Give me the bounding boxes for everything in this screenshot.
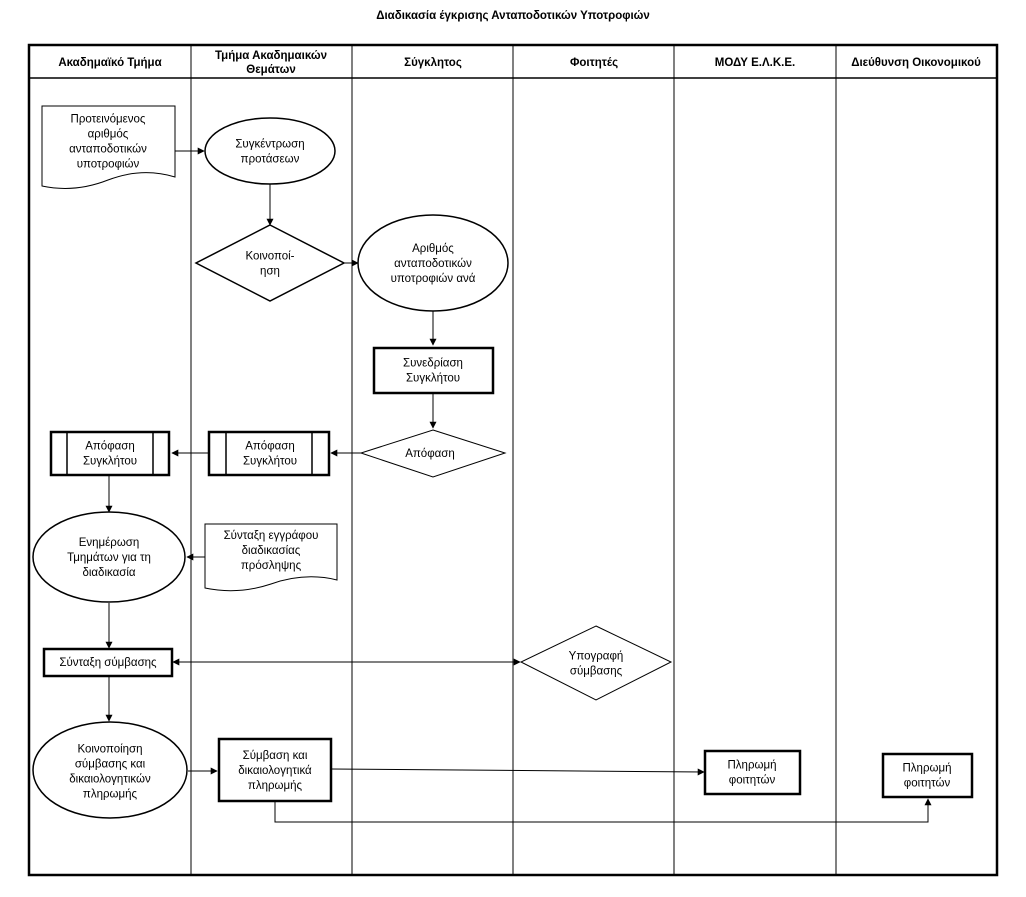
label-line: Υπογραφή: [569, 651, 624, 663]
label-line: σύμβασης: [570, 666, 623, 678]
label-line: ανταποδοτικών: [394, 258, 472, 270]
label-line: Ακαδημαϊκό Τμήμα: [58, 57, 161, 69]
label-line: Σύνταξη σύμβασης: [59, 657, 157, 669]
lane-header-senate: Σύγκλητος: [404, 57, 462, 69]
label-line: Πληρωμή: [903, 763, 952, 775]
label-line: Συγκλήτου: [83, 456, 137, 468]
edge-docs-to-elke: [330, 768, 705, 776]
label-line: προτάσεων: [241, 154, 300, 166]
label-line: δικαιολογητικών: [69, 774, 151, 786]
label-line: πληρωμής: [83, 789, 138, 801]
label-line: διαδικασία: [82, 567, 135, 579]
lane-dividers: [190, 45, 837, 875]
label-line: διαδικασίας: [242, 545, 301, 557]
node-draft-admission-doc: Σύνταξη εγγράφου διαδικασίας πρόσληψης: [224, 530, 319, 572]
label-line: ηση: [260, 266, 280, 278]
label-line: Συγκλήτου: [406, 373, 460, 385]
label-line: Διεύθυνση Οικονομικού: [851, 57, 981, 69]
label-line: Προτεινόμενος: [71, 114, 146, 126]
lane-header-elke: ΜΟΔΥ Ε.Λ.Κ.Ε.: [715, 57, 795, 69]
node-pay-students-elke: Πληρωμή φοιτητών: [728, 760, 777, 787]
decision-diamond: [359, 429, 507, 478]
decision-diamond: [519, 625, 673, 701]
lane-header-academic-dept: Ακαδημαϊκό Τμήμα: [58, 57, 161, 69]
node-draft-contract: Σύνταξη σύμβασης: [59, 657, 157, 669]
label-line: φοιτητών: [729, 775, 776, 787]
label-line: Θεμάτων: [246, 64, 295, 76]
node-notification: Κοινοποί-ηση: [245, 251, 294, 278]
label-line: Συνεδρίαση: [403, 358, 463, 370]
label-line: Τμημάτων για τη: [67, 552, 151, 564]
node-pay-students-finance: Πληρωμή φοιτητών: [903, 763, 952, 790]
label-line: Απόφαση: [85, 441, 135, 453]
subprocess-box: [49, 430, 171, 477]
label-line: Απόφαση: [245, 441, 295, 453]
process-ellipse: [204, 117, 336, 185]
edge-docs-to-finance: [274, 798, 932, 823]
label-line: υποτροφιών ανά: [391, 273, 476, 285]
label-line: αριθμός: [88, 129, 129, 141]
label-line: δικαιολογητικά: [238, 765, 312, 777]
node-collect-proposals: Συγκέντρωση προτάσεων: [235, 139, 304, 166]
label-line: Σύγκλητος: [404, 57, 462, 69]
process-ellipse: [357, 214, 509, 312]
label-line: ΜΟΔΥ Ε.Λ.Κ.Ε.: [715, 57, 795, 69]
label-line: ανταποδοτικών: [69, 144, 147, 156]
lane-header-finance: Διεύθυνση Οικονομικού: [851, 57, 981, 69]
process-box: [372, 346, 495, 395]
node-number-per: Αριθμός ανταποδοτικών υποτροφιών ανά: [391, 243, 476, 285]
label-line: σύμβασης και: [75, 759, 146, 771]
subprocess-box: [207, 430, 331, 477]
label-line: Τμήμα Ακαδημαικών: [215, 50, 327, 62]
label-line: Φοιτητές: [570, 57, 618, 69]
decision-diamond: [194, 224, 346, 302]
label-line: πληρωμής: [248, 780, 303, 792]
label-line: υποτροφιών: [77, 159, 140, 171]
node-decision: Απόφαση: [405, 448, 455, 460]
label-line: φοιτητών: [904, 778, 951, 790]
label-line: Ενημέρωση: [79, 537, 140, 549]
label-line: Κοινοποί-: [245, 251, 294, 263]
process-ellipse: [32, 511, 186, 603]
label-line: πρόσληψης: [241, 560, 302, 572]
lane-header-students: Φοιτητές: [570, 57, 618, 69]
diagram-title: Διαδικασία έγκρισης Ανταποδοτικών Υποτρο…: [376, 10, 650, 22]
label-line: Κοινοποίηση: [77, 744, 142, 756]
label-line: Συγκλήτου: [243, 456, 297, 468]
document-shape: [204, 523, 338, 592]
node-notify-contract: Κοινοποίηση σύμβασης και δικαιολογητικών πλ…: [69, 744, 151, 801]
node-proposed-number: Προτεινόμενος αριθμός ανταποδοτικών υποτροφ…: [69, 114, 147, 171]
label-line: Αριθμός: [412, 243, 454, 255]
label-line: Σύνταξη εγγράφου: [224, 530, 319, 542]
label-line: Απόφαση: [405, 448, 455, 460]
document-shape: [41, 105, 176, 189]
process-ellipse: [32, 721, 188, 819]
node-sign-contract: Υπογραφή σύμβασης: [569, 651, 624, 678]
label-line: Συγκέντρωση: [235, 139, 304, 151]
process-box: [881, 752, 974, 799]
label-line: Σύμβαση και: [243, 750, 308, 762]
process-box: [42, 647, 174, 678]
process-box: [217, 737, 333, 803]
process-box: [703, 749, 802, 796]
label-line: Πληρωμή: [728, 760, 777, 772]
node-contract-docs: Σύμβαση και δικαιολογητικά πληρωμής: [238, 750, 312, 792]
